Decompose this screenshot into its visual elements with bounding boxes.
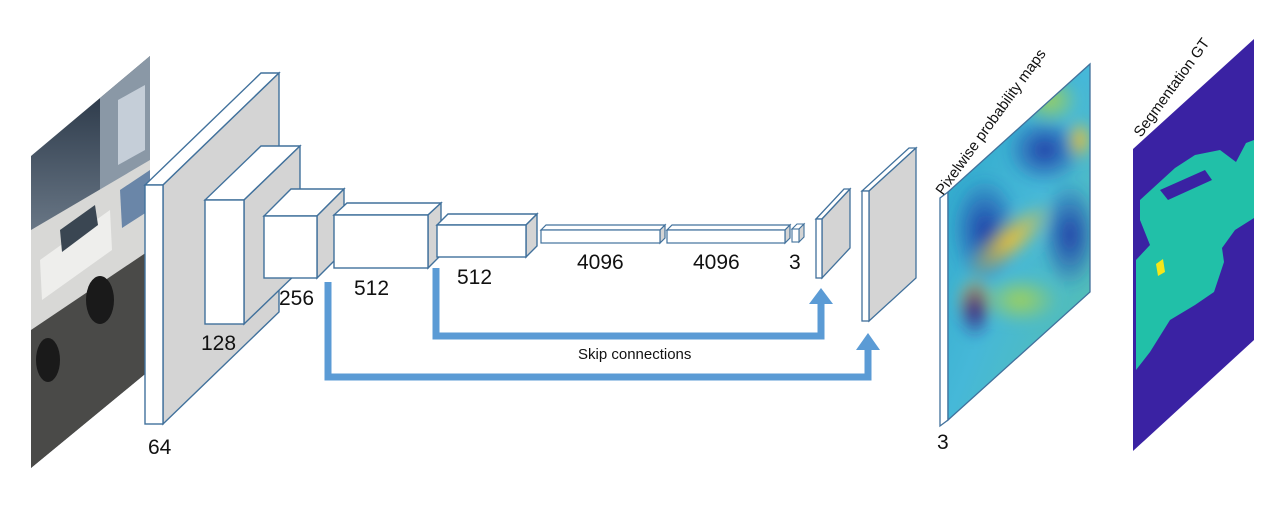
fc6-label: 4096 bbox=[577, 251, 624, 274]
segmentation-gt bbox=[1133, 39, 1254, 451]
score-label: 3 bbox=[789, 251, 801, 274]
conv4-block bbox=[332, 201, 443, 270]
fc7-label: 4096 bbox=[693, 251, 740, 274]
skip-connection-outer bbox=[324, 282, 880, 381]
conv3-label: 256 bbox=[279, 287, 314, 310]
conv5-block bbox=[435, 212, 539, 259]
skip-connections-label: Skip connections bbox=[578, 346, 691, 363]
conv4-label: 512 bbox=[354, 277, 389, 300]
conv1-label: 64 bbox=[148, 436, 172, 459]
fc7-block bbox=[665, 223, 792, 245]
probability-map bbox=[939, 62, 1091, 428]
skip-connection-inner bbox=[432, 268, 833, 340]
input-image bbox=[31, 56, 150, 468]
upsample2-block bbox=[860, 146, 918, 323]
output-label: 3 bbox=[937, 431, 949, 454]
fc6-block bbox=[539, 223, 667, 245]
upsample1-block bbox=[814, 187, 852, 280]
conv5-label: 512 bbox=[457, 266, 492, 289]
conv2-label: 128 bbox=[201, 332, 236, 355]
score-block bbox=[790, 222, 806, 244]
